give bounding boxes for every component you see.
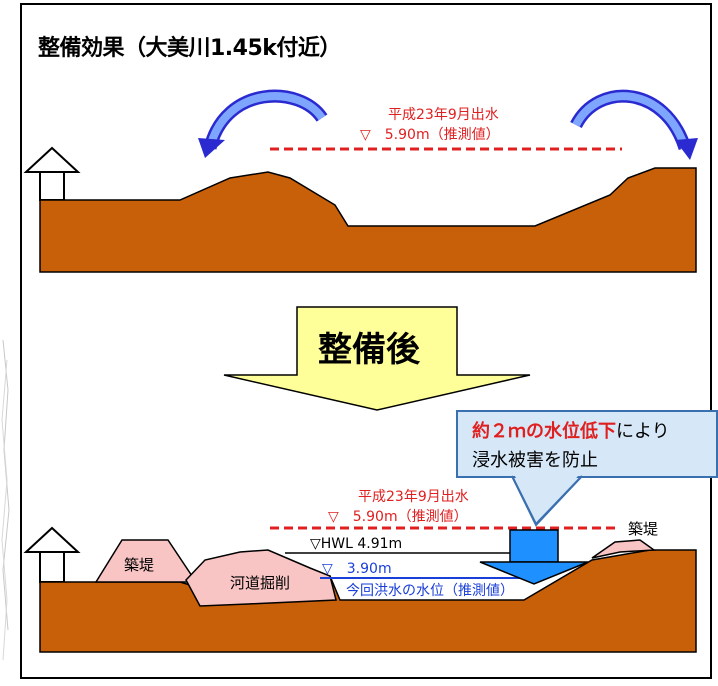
flood-level-label-top: ▽ 5.90m（推測値） <box>360 127 500 143</box>
diagram-title: 整備効果（大美川1.45k付近） <box>38 36 341 61</box>
excavation-label: 河道掘削 <box>230 574 291 592</box>
current-level-label: ▽ 3.90m <box>322 561 392 577</box>
excavation-area <box>185 549 337 607</box>
levee-left-label: 築堤 <box>124 556 155 574</box>
curved-arrow-right <box>570 89 698 160</box>
curved-arrow-left <box>198 89 328 158</box>
callout-box <box>456 410 718 478</box>
current-level-caption: 今回洪水の水位（推測値） <box>346 583 514 599</box>
callout-emphasis: 約２ｍの水位低下 <box>472 421 616 442</box>
levee-left <box>94 539 198 583</box>
flood-level-label-bottom: ▽ 5.90m（推測値） <box>328 509 468 525</box>
callout-line1-rest: により <box>616 421 670 442</box>
ground-top <box>39 167 697 273</box>
water-drop-arrow <box>479 529 589 585</box>
flood-event-label-bottom: 平成23年9月出水 <box>358 489 469 505</box>
levee-right <box>591 539 657 559</box>
levee-right-label: 築堤 <box>628 520 659 538</box>
hwl-label: ▽HWL 4.91m <box>310 536 403 552</box>
callout-line1: 約２ｍの水位低下により <box>472 417 670 443</box>
scan-edge-artifact <box>1 339 10 661</box>
callout-line2: 浸水被害を防止 <box>472 450 598 471</box>
ground-bottom <box>39 549 697 653</box>
flood-event-label-top: 平成23年9月出水 <box>388 107 499 123</box>
after-improvement-label: 整備後 <box>318 330 420 370</box>
